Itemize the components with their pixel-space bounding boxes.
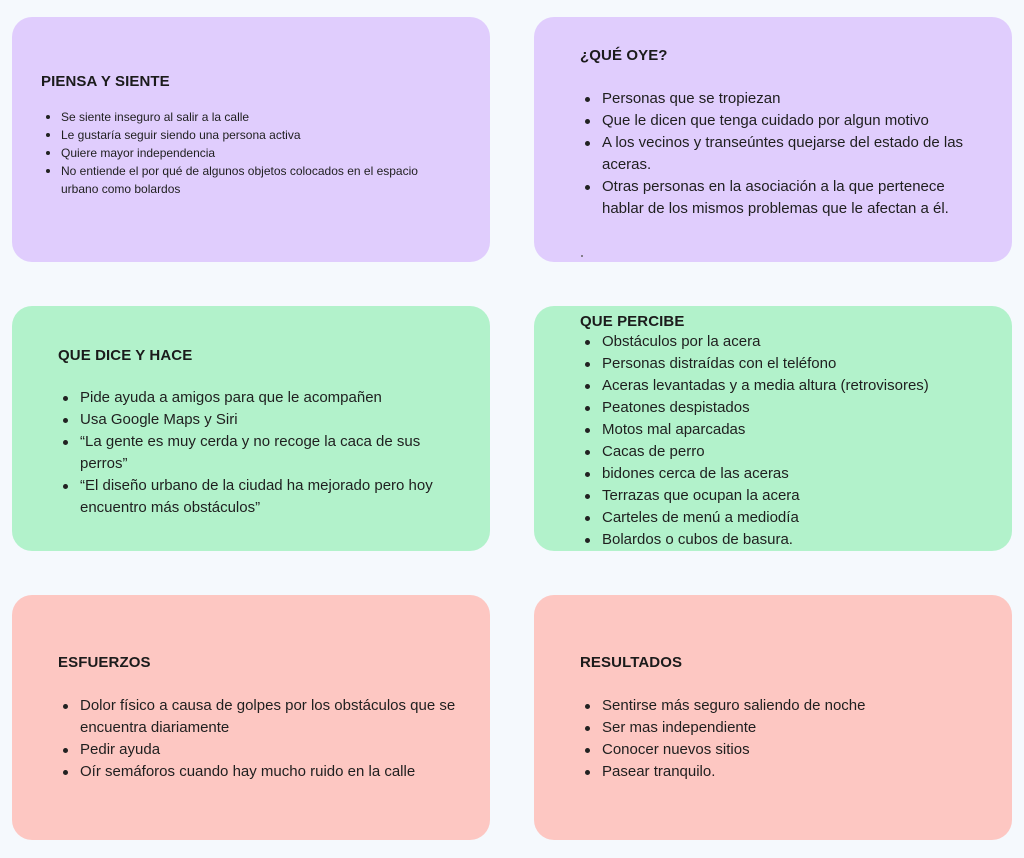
list-item: Cacas de perro xyxy=(580,441,1000,463)
list-item: Sentirse más seguro saliendo de noche xyxy=(580,695,980,717)
list-item: bidones cerca de las aceras xyxy=(580,463,1000,485)
card-list: Sentirse más seguro saliendo de noche Se… xyxy=(580,695,980,783)
card-list: Pide ayuda a amigos para que le acompañe… xyxy=(58,387,458,519)
list-item: Personas distraídas con el teléfono xyxy=(580,353,1000,375)
list-item: Conocer nuevos sitios xyxy=(580,739,980,761)
list-item: Obstáculos por la acera xyxy=(580,331,1000,353)
card-que-dice-y-hace: QUE DICE Y HACE Pide ayuda a amigos para… xyxy=(12,306,490,551)
card-list: Obstáculos por la acera Personas distraí… xyxy=(580,331,1000,551)
list-item: Bolardos o cubos de basura. xyxy=(580,529,1000,551)
list-item: Pedir ayuda xyxy=(58,739,458,761)
list-item: Ser mas independiente xyxy=(580,717,980,739)
card-que-oye: ¿QUÉ OYE? Personas que se tropiezan Que … xyxy=(534,17,1012,262)
list-item: “El diseño urbano de la ciudad ha mejora… xyxy=(58,475,458,519)
card-list: Personas que se tropiezan Que le dicen q… xyxy=(580,88,980,220)
card-title: QUE PERCIBE xyxy=(580,313,685,330)
card-title: PIENSA Y SIENTE xyxy=(41,73,170,90)
list-item: No entiende el por qué de algunos objeto… xyxy=(43,162,453,198)
list-item: Personas que se tropiezan xyxy=(580,88,980,110)
list-item: Motos mal aparcadas xyxy=(580,419,1000,441)
list-item: Usa Google Maps y Siri xyxy=(58,409,458,431)
list-item: “La gente es muy cerda y no recoge la ca… xyxy=(58,431,458,475)
list-item: Se siente inseguro al salir a la calle xyxy=(43,108,453,126)
card-esfuerzos: ESFUERZOS Dolor físico a causa de golpes… xyxy=(12,595,490,840)
card-piensa-y-siente: PIENSA Y SIENTE Se siente inseguro al sa… xyxy=(12,17,490,262)
list-item: Peatones despistados xyxy=(580,397,1000,419)
list-item: Pide ayuda a amigos para que le acompañe… xyxy=(58,387,458,409)
stray-dot xyxy=(581,255,583,257)
list-item: Carteles de menú a mediodía xyxy=(580,507,1000,529)
list-item: Quiere mayor independencia xyxy=(43,144,453,162)
card-que-percibe: QUE PERCIBE Obstáculos por la acera Pers… xyxy=(534,306,1012,551)
list-item: Pasear tranquilo. xyxy=(580,761,980,783)
list-item: Le gustaría seguir siendo una persona ac… xyxy=(43,126,453,144)
card-title: ESFUERZOS xyxy=(58,654,151,671)
card-title: QUE DICE Y HACE xyxy=(58,347,193,364)
card-resultados: RESULTADOS Sentirse más seguro saliendo … xyxy=(534,595,1012,840)
list-item: Que le dicen que tenga cuidado por algun… xyxy=(580,110,980,132)
list-item: Terrazas que ocupan la acera xyxy=(580,485,1000,507)
card-title: RESULTADOS xyxy=(580,654,683,671)
list-item: Oír semáforos cuando hay mucho ruido en … xyxy=(58,761,458,783)
card-list: Dolor físico a causa de golpes por los o… xyxy=(58,695,458,783)
list-item: A los vecinos y transeúntes quejarse del… xyxy=(580,132,980,176)
list-item: Dolor físico a causa de golpes por los o… xyxy=(58,695,458,739)
list-item: Otras personas en la asociación a la que… xyxy=(580,176,980,220)
card-list: Se siente inseguro al salir a la calle L… xyxy=(43,108,453,198)
list-item: Aceras levantadas y a media altura (retr… xyxy=(580,375,1000,397)
card-title: ¿QUÉ OYE? xyxy=(580,47,668,64)
